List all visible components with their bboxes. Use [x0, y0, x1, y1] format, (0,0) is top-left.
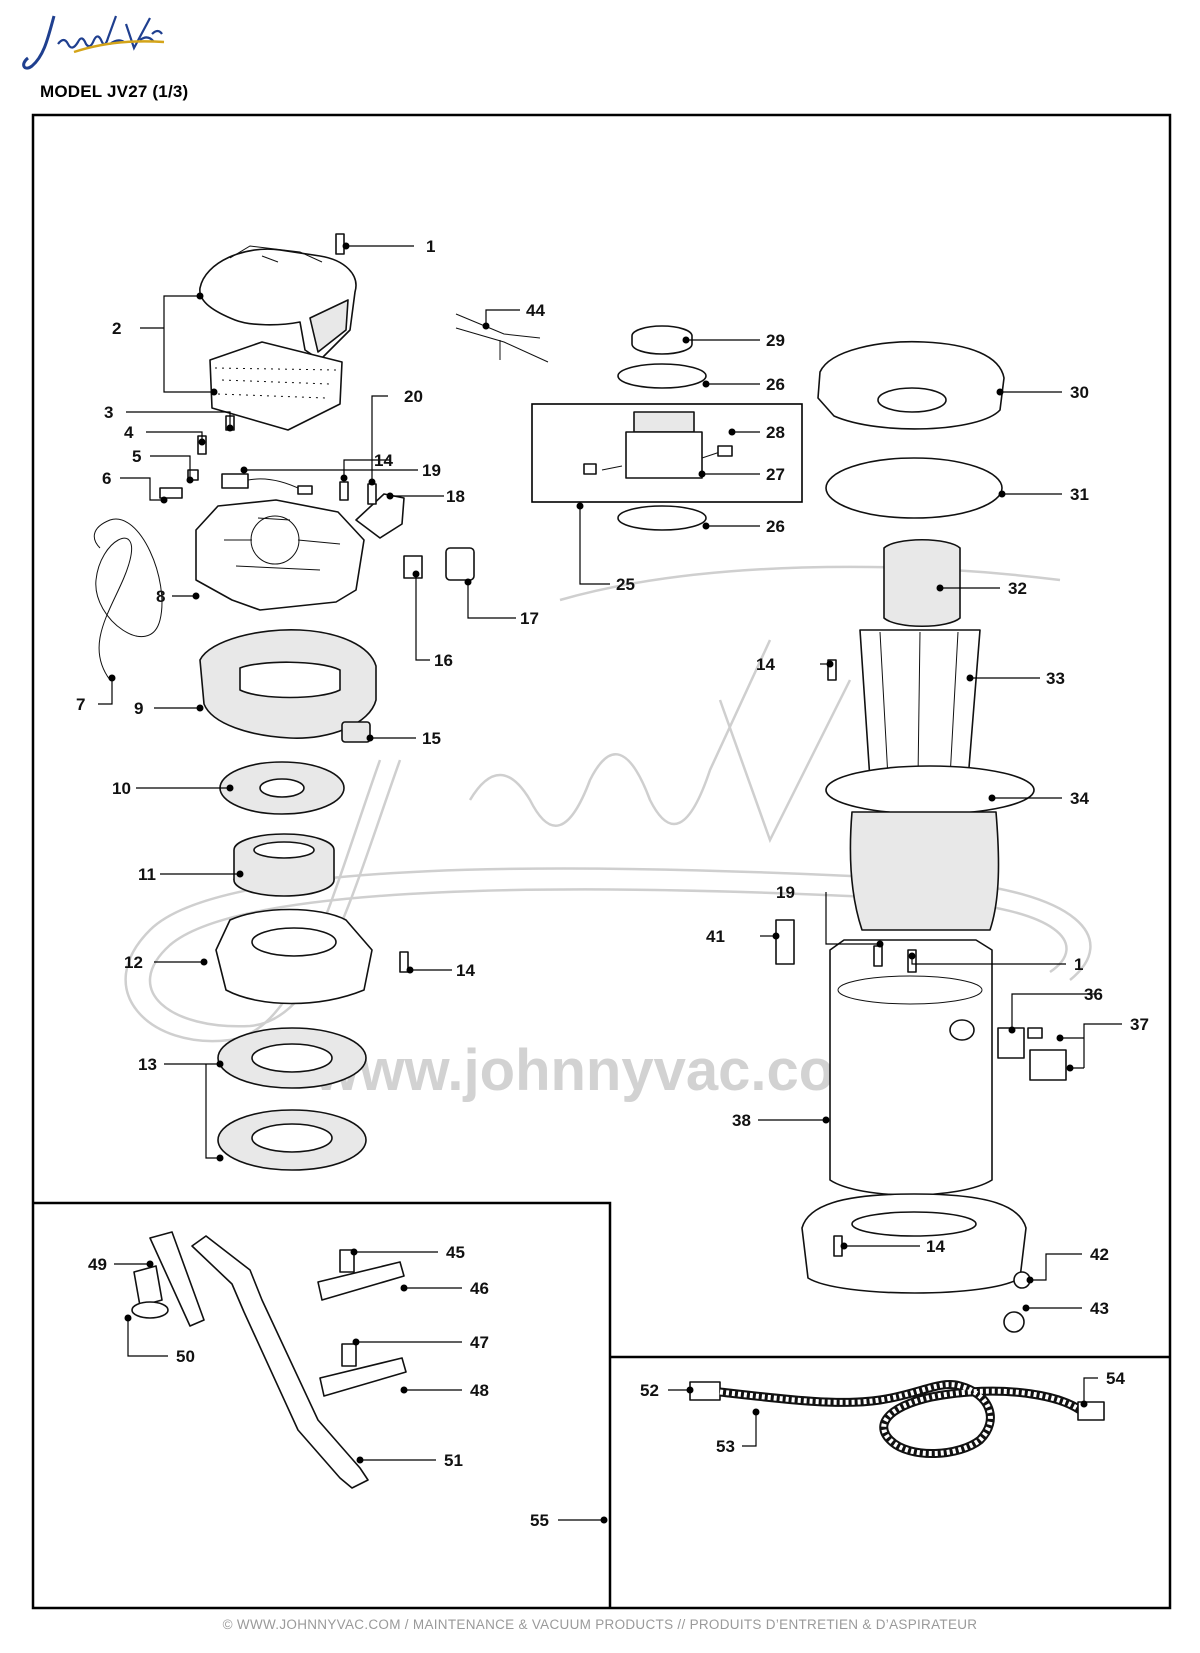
callout-7: 7 [76, 695, 85, 714]
callout-47: 47 [470, 1333, 489, 1352]
part-motor-group [531, 325, 803, 531]
callout-54: 54 [1106, 1369, 1125, 1388]
part-tank-fittings [775, 659, 1067, 1333]
callout-4: 4 [124, 423, 134, 442]
callout-12: 12 [124, 953, 143, 972]
callout-labels: 1 2 3 4 5 6 7 8 9 10 11 12 13 14 14 14 1… [76, 237, 1149, 1530]
leader-lines [98, 242, 1122, 1524]
accessories-frame [33, 1201, 612, 1608]
callout-29: 29 [766, 331, 785, 350]
callout-34: 34 [1070, 789, 1089, 808]
callout-5: 5 [132, 447, 141, 466]
model-title: MODEL JV27 (1/3) [40, 82, 189, 101]
callout-19-housing: 19 [422, 461, 441, 480]
callout-9: 9 [134, 699, 143, 718]
part-lid-gasket [825, 457, 1003, 519]
callout-42: 42 [1090, 1245, 1109, 1264]
callout-33: 33 [1046, 669, 1065, 688]
callout-14-plate: 14 [456, 961, 475, 980]
part-screws [187, 415, 235, 481]
callout-46: 46 [470, 1279, 489, 1298]
callout-10: 10 [112, 779, 131, 798]
part-cover-filter [209, 341, 343, 431]
part-wire-harness [455, 313, 549, 363]
part-switch-harness [221, 473, 313, 495]
callout-32: 32 [1008, 579, 1027, 598]
callout-15: 15 [422, 729, 441, 748]
callout-14-base: 14 [926, 1237, 945, 1256]
callout-2: 2 [112, 319, 121, 338]
part-accessories [131, 1231, 407, 1489]
watermark-site-text: www.johnnyvac.com [313, 1038, 886, 1103]
callout-27: 27 [766, 465, 785, 484]
callout-28: 28 [766, 423, 785, 442]
callout-8: 8 [156, 587, 165, 606]
part-switch-gasket [445, 547, 475, 581]
callout-1: 1 [426, 237, 435, 256]
part-filters [217, 1027, 367, 1171]
callout-26-top: 26 [766, 375, 785, 394]
callout-37: 37 [1130, 1015, 1149, 1034]
callout-11: 11 [138, 865, 156, 884]
callout-48: 48 [470, 1381, 489, 1400]
callout-17: 17 [520, 609, 539, 628]
callout-38: 38 [732, 1111, 751, 1130]
callout-13: 13 [138, 1055, 157, 1074]
callout-18: 18 [446, 487, 465, 506]
part-filter-bag [825, 765, 1035, 931]
part-foam-block [341, 721, 371, 743]
part-cord-clip [159, 487, 183, 499]
callout-44: 44 [526, 301, 545, 320]
callout-52: 52 [640, 1381, 659, 1400]
part-power-cord [93, 518, 163, 681]
diagram-frame [31, 113, 1172, 1610]
callout-41: 41 [706, 927, 725, 946]
callout-16: 16 [434, 651, 453, 670]
part-motor-plate [215, 908, 373, 1005]
callout-55: 55 [530, 1511, 549, 1530]
callout-1-tank: 1 [1074, 955, 1083, 974]
callout-45: 45 [446, 1243, 465, 1262]
part-top-cover [199, 245, 357, 361]
part-tank [829, 939, 993, 1196]
part-motor-housing [195, 499, 365, 611]
part-left-screws [335, 233, 409, 973]
part-hose [689, 1380, 1105, 1459]
callout-51: 51 [444, 1451, 463, 1470]
callout-50: 50 [176, 1347, 195, 1366]
callout-6: 6 [102, 469, 111, 488]
callout-14-cage: 14 [756, 655, 775, 674]
footer-copyright: © WWW.JOHNNYVAC.COM / MAINTENANCE & VACU… [222, 1617, 978, 1632]
part-float-cage [859, 538, 981, 781]
callout-20: 20 [404, 387, 423, 406]
part-foam-disc [219, 761, 345, 815]
callout-31: 31 [1070, 485, 1089, 504]
part-filter-cage [233, 833, 335, 897]
brand-logo [22, 15, 165, 70]
part-tank-base [801, 1193, 1027, 1294]
callout-26-bottom: 26 [766, 517, 785, 536]
callout-36: 36 [1084, 985, 1103, 1004]
part-foam-gasket [199, 628, 377, 739]
callout-19-tank: 19 [776, 883, 795, 902]
callout-25: 25 [616, 575, 635, 594]
part-switch-cover [355, 493, 405, 539]
callout-53: 53 [716, 1437, 735, 1456]
motor-group-box [531, 403, 803, 503]
callout-30: 30 [1070, 383, 1089, 402]
callout-43: 43 [1090, 1299, 1109, 1318]
callout-14-housing: 14 [374, 451, 393, 470]
callout-3: 3 [104, 403, 113, 422]
part-tank-lid [817, 340, 1005, 430]
callout-49: 49 [88, 1255, 107, 1274]
